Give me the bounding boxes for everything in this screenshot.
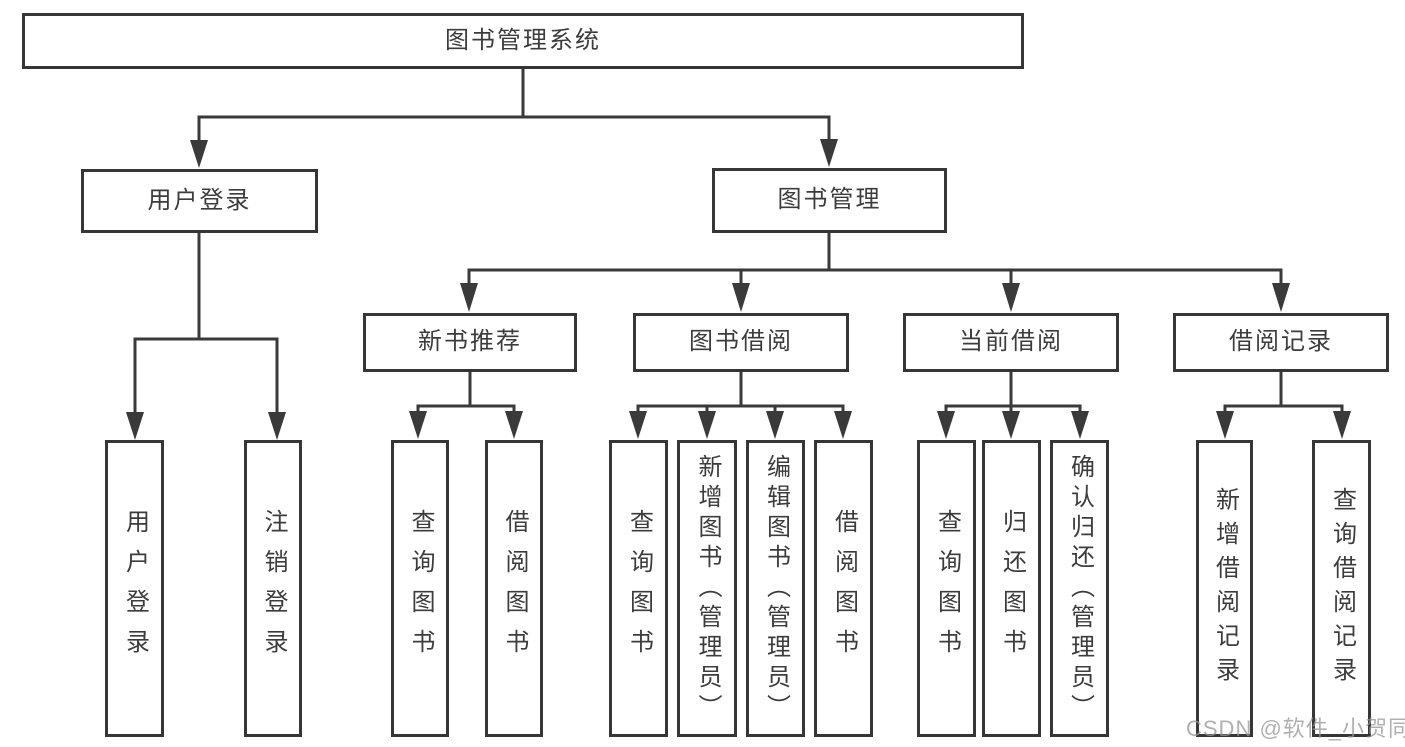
node-leaf-add-borrow-record-label: 新增借阅记录 [1211,486,1239,691]
node-leaf-current-query-books-label: 查询图书 [933,508,961,669]
node-new-book-recommend: 新书推荐 [363,313,577,372]
node-leaf-borrow-query-books: 查询图书 [609,440,668,737]
node-book-borrow-label: 图书借阅 [689,328,793,356]
node-leaf-confirm-return-admin-label: 确认归还（管理员） [1066,453,1094,724]
node-leaf-edit-books-admin-label: 编辑图书（管理员） [762,453,790,724]
node-leaf-add-borrow-record: 新增借阅记录 [1196,440,1253,737]
node-book-mgmt: 图书管理 [712,168,947,233]
node-borrow-records: 借阅记录 [1173,313,1389,372]
node-leaf-edit-books-admin: 编辑图书（管理员） [746,440,805,737]
node-root: 图书管理系统 [22,13,1024,69]
node-leaf-newbook-query-books: 查询图书 [391,440,449,737]
node-leaf-user-login-label: 用户登录 [121,508,149,669]
node-user-login: 用户登录 [81,169,318,233]
node-root-label: 图书管理系统 [445,26,601,54]
node-leaf-query-borrow-record-label: 查询借阅记录 [1328,486,1356,691]
node-leaf-logout: 注销登录 [244,440,302,737]
node-leaf-confirm-return-admin: 确认归还（管理员） [1050,440,1109,737]
node-current-borrow: 当前借阅 [903,313,1119,372]
node-leaf-borrow-books-label: 借阅图书 [830,508,858,669]
node-leaf-newbook-borrow-books-label: 借阅图书 [501,508,528,669]
arrowheads [126,139,1351,440]
node-leaf-newbook-query-books-label: 查询图书 [407,508,434,669]
node-leaf-borrow-books: 借阅图书 [814,440,873,737]
csdn-watermark: CSDN @软件_小贺同学 [1186,716,1405,741]
node-book-borrow: 图书借阅 [633,313,849,372]
node-leaf-newbook-borrow-books: 借阅图书 [485,440,543,737]
node-new-book-recommend-label: 新书推荐 [418,328,522,356]
node-leaf-add-books-admin-label: 新增图书（管理员） [694,453,721,724]
node-user-login-label: 用户登录 [147,186,252,214]
node-leaf-return-books: 归还图书 [982,440,1041,737]
node-leaf-logout-label: 注销登录 [260,508,287,669]
node-current-borrow-label: 当前借阅 [959,328,1063,356]
node-borrow-records-label: 借阅记录 [1229,328,1333,356]
node-leaf-add-books-admin: 新增图书（管理员） [677,440,737,737]
node-book-mgmt-label: 图书管理 [777,186,882,214]
node-leaf-borrow-query-books-label: 查询图书 [625,508,653,669]
node-leaf-current-query-books: 查询图书 [917,440,976,737]
node-leaf-user-login: 用户登录 [105,440,164,737]
node-leaf-query-borrow-record: 查询借阅记录 [1312,440,1371,737]
node-leaf-return-books-label: 归还图书 [998,508,1026,669]
